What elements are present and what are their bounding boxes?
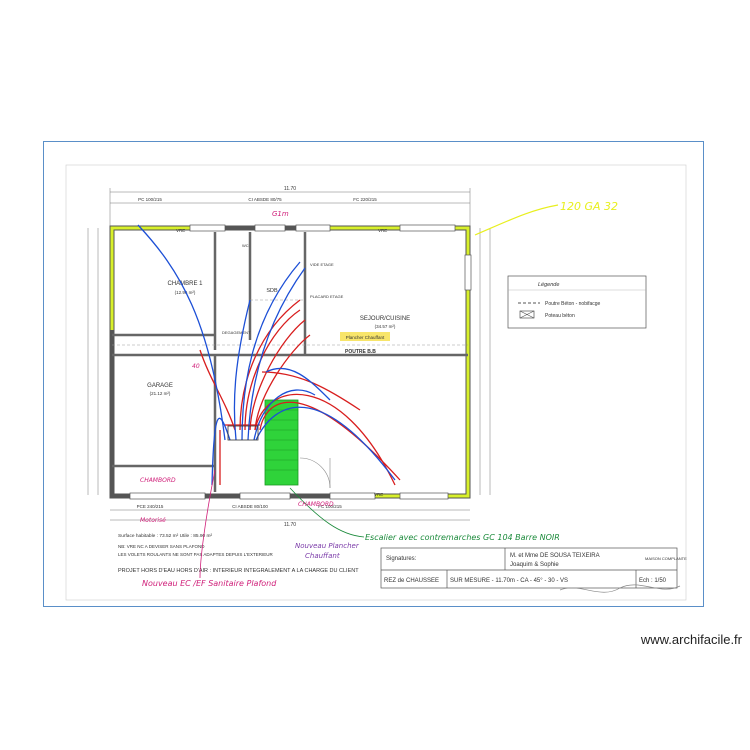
top-seg-3: FC 220/215 xyxy=(353,197,377,202)
label-tag xyxy=(340,332,390,341)
annot-escalier-line xyxy=(289,487,365,538)
annot-green-arrow xyxy=(474,204,559,236)
room-garage-area: (21.12 m²) xyxy=(150,391,171,396)
top-seg-1: PC 100/215 xyxy=(138,197,162,202)
vre-label-3: VRE xyxy=(374,492,383,497)
tb-brand: MAISON COMPLANTE xyxy=(645,556,687,561)
annot-chambord-1: CHAMBORD xyxy=(140,477,176,484)
room-degagement: DEGAGEMENT xyxy=(222,330,251,335)
bottom-seg-2: CI ABSDE 80/100 xyxy=(232,504,268,509)
total-width: 11.70 xyxy=(284,186,296,192)
tb-echelle: Ech : 1/50 xyxy=(639,578,667,584)
signature-scribble xyxy=(559,584,681,593)
room-garage: GARAGE xyxy=(147,383,173,389)
room-sejour: SEJOUR/CUISINE xyxy=(360,316,410,322)
annot-plancher-2: Chauffant xyxy=(305,552,340,560)
annot-pink-top: G1m xyxy=(272,210,289,218)
bottom-width: 11.70 xyxy=(284,522,296,528)
legend-title: Légende xyxy=(538,282,559,288)
annot-chambord-2: CHAMBORD xyxy=(298,501,334,508)
bottom-seg-3: FC 100/215 xyxy=(318,504,342,509)
room-chambre: CHAMBRE 1 xyxy=(167,281,203,287)
title-block xyxy=(380,547,678,589)
staircase xyxy=(264,399,299,486)
insulated-walls xyxy=(110,226,470,498)
sheet xyxy=(65,164,687,601)
legend-item-1: Poutre Béton - nobifacge xyxy=(545,301,601,307)
room-sejour-area: (34.57 m²) xyxy=(375,324,396,329)
watermark: www.archifacile.fr xyxy=(640,632,742,647)
annot-ec-line xyxy=(199,469,216,579)
top-dimensions xyxy=(109,188,471,230)
fill-label: Plancher Chauffant xyxy=(346,335,385,340)
vre-label-2: VRE xyxy=(378,228,387,233)
annot-plancher-1: Nouveau Plancher xyxy=(295,542,360,550)
legend xyxy=(507,275,647,329)
windows xyxy=(129,224,472,500)
vide-etage-label: VIDE ETAGE xyxy=(310,262,334,267)
bottom-seg-1: PCE 240/215 xyxy=(137,504,164,509)
beam-lines xyxy=(112,299,468,346)
note-projet: PROJET HORS D'EAU HORS D'AIR : INTERIEUR… xyxy=(118,568,359,574)
wc-label: WC xyxy=(242,243,249,248)
vre-label-1: VRE xyxy=(176,228,185,233)
annot-motorise: Motorisé xyxy=(140,517,166,524)
tb-client2: Joaquim & Sophie xyxy=(510,562,559,568)
top-seg-2: CI ABSDE 80/75 xyxy=(248,197,282,202)
annot-green-top: 120 GA 32 xyxy=(560,200,618,213)
tb-niveau: REZ de CHAUSSEE xyxy=(384,578,439,584)
blue-pipes xyxy=(137,224,396,486)
annot-ec-ef: Nouveau EC /EF Sanitaire Plafond xyxy=(142,579,277,588)
note-surface: Surface habitable : 73.52 m² Utile : 85.… xyxy=(118,533,213,539)
room-chambre-area: (12.96 m²) xyxy=(175,290,196,295)
collector xyxy=(227,425,259,441)
room-sdb: SDB xyxy=(266,288,278,294)
bottom-dimensions xyxy=(110,509,470,521)
annot-r40: 40 xyxy=(192,363,200,370)
side-dimensions xyxy=(87,228,491,495)
placard-etage-label: PLACARD ETAGE xyxy=(310,294,344,299)
legend-item-2: Poteau béton xyxy=(545,313,575,319)
note-line1: NB: VRE NC A DEVISER SANS PLAFOND xyxy=(118,544,205,549)
poutre-label: POUTRE B.B xyxy=(345,349,376,355)
tb-signatures: Signatures: xyxy=(386,556,417,562)
drawing-frame xyxy=(43,141,704,607)
tb-client1: M. et Mme DE SOUSA TEIXEIRA xyxy=(510,553,600,559)
annot-escalier: Escalier avec contremarches GC 104 Barre… xyxy=(365,533,560,542)
door-swing xyxy=(299,457,331,489)
note-line2: LES VOLETS ROULANTS NE SONT PAS ADAPTES … xyxy=(118,552,273,557)
tb-modele: SUR MESURE - 11.70m - CA - 45° - 30 - VS xyxy=(450,578,568,584)
